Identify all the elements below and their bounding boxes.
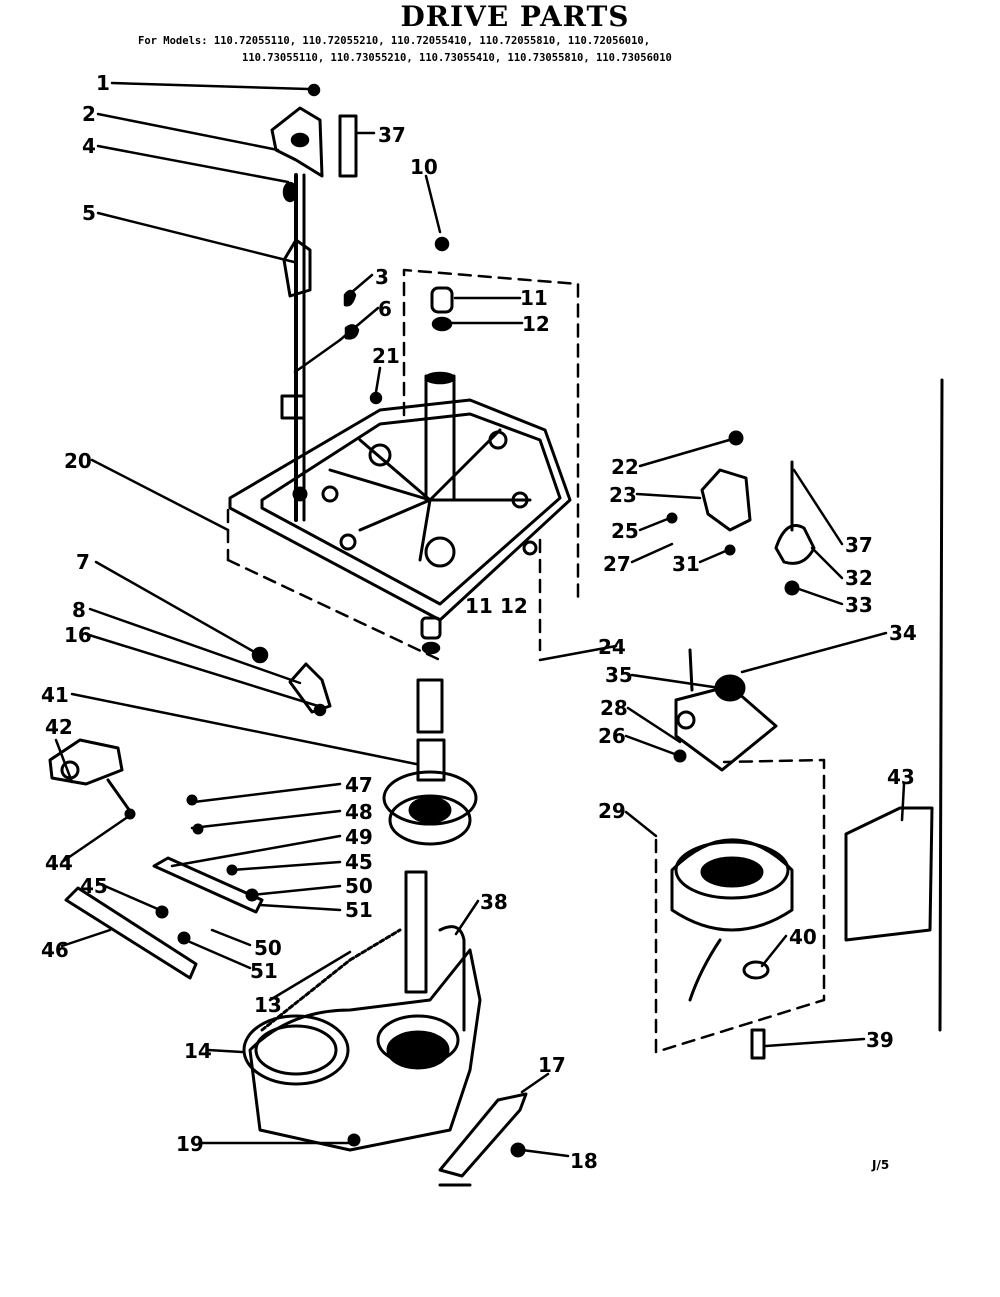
part-label-50a: 50 [345,874,373,898]
group-outline [226,268,826,1054]
part-label-43: 43 [887,765,915,789]
part-label-33: 33 [845,593,873,617]
part-label-2: 2 [82,102,96,126]
part-label-32: 32 [845,566,873,590]
part-label-12a: 12 [522,312,550,336]
models-line-1: For Models: 110.72055110, 110.72055210, … [138,34,650,48]
corner-mark: J/5 [872,1158,890,1172]
models-line-2: 110.73055110, 110.73055210, 110.73055410… [242,52,672,64]
part-label-17: 17 [538,1053,566,1077]
lower-left-parts [251,616,444,734]
center-post [424,236,456,502]
part-label-11a: 11 [520,286,548,310]
part-label-10: 10 [410,155,438,179]
part-label-39: 39 [866,1028,894,1052]
part-label-50b: 50 [254,936,282,960]
part-label-37a: 37 [378,123,406,147]
part-label-16: 16 [64,623,92,647]
part-label-40: 40 [789,925,817,949]
part-label-25: 25 [611,519,639,543]
part-label-31: 31 [672,552,700,576]
part-label-49: 49 [345,825,373,849]
part-label-13: 13 [254,993,282,1017]
part-label-34: 34 [889,621,917,645]
part-label-41: 41 [41,683,69,707]
part-label-27: 27 [603,552,631,576]
part-label-1: 1 [96,71,110,95]
part-label-45a: 45 [345,850,373,874]
part-label-14: 14 [184,1039,212,1063]
part-label-47: 47 [345,773,373,797]
brake-parts [48,738,264,980]
agitator-shaft-parts [270,83,383,522]
part-label-6: 6 [378,297,392,321]
models-list-1: 110.72055110, 110.72055210, 110.72055410… [213,35,651,47]
part-label-7: 7 [76,550,90,574]
part-label-35: 35 [605,663,633,687]
part-label-29: 29 [598,799,626,823]
part-label-24: 24 [598,635,626,659]
part-label-51a: 51 [345,898,373,922]
part-label-48: 48 [345,800,373,824]
mounting-plate [228,398,572,622]
part-label-45b: 45 [80,874,108,898]
part-label-5: 5 [82,201,96,225]
part-label-3: 3 [375,265,389,289]
gear-case [242,870,528,1187]
part-label-11b: 11 [465,594,493,618]
part-label-46: 46 [41,938,69,962]
part-label-26: 26 [598,724,626,748]
part-label-4: 4 [82,134,96,158]
part-label-37b: 37 [845,533,873,557]
part-label-22: 22 [611,455,639,479]
part-label-21: 21 [372,344,400,368]
part-label-44: 44 [45,851,73,875]
part-label-8: 8 [72,598,86,622]
part-label-38: 38 [480,890,508,914]
page-title: DRIVE PARTS [400,0,630,33]
part-label-18: 18 [570,1149,598,1173]
part-label-19: 19 [176,1132,204,1156]
part-label-51b: 51 [250,959,278,983]
motor-parts [666,378,944,1060]
part-label-20: 20 [64,449,92,473]
part-label-23: 23 [609,483,637,507]
clutch-assembly [382,738,478,846]
models-prefix: For Models: [138,35,208,47]
part-label-12b: 12 [500,594,528,618]
part-label-42: 42 [45,715,73,739]
part-label-28: 28 [600,696,628,720]
